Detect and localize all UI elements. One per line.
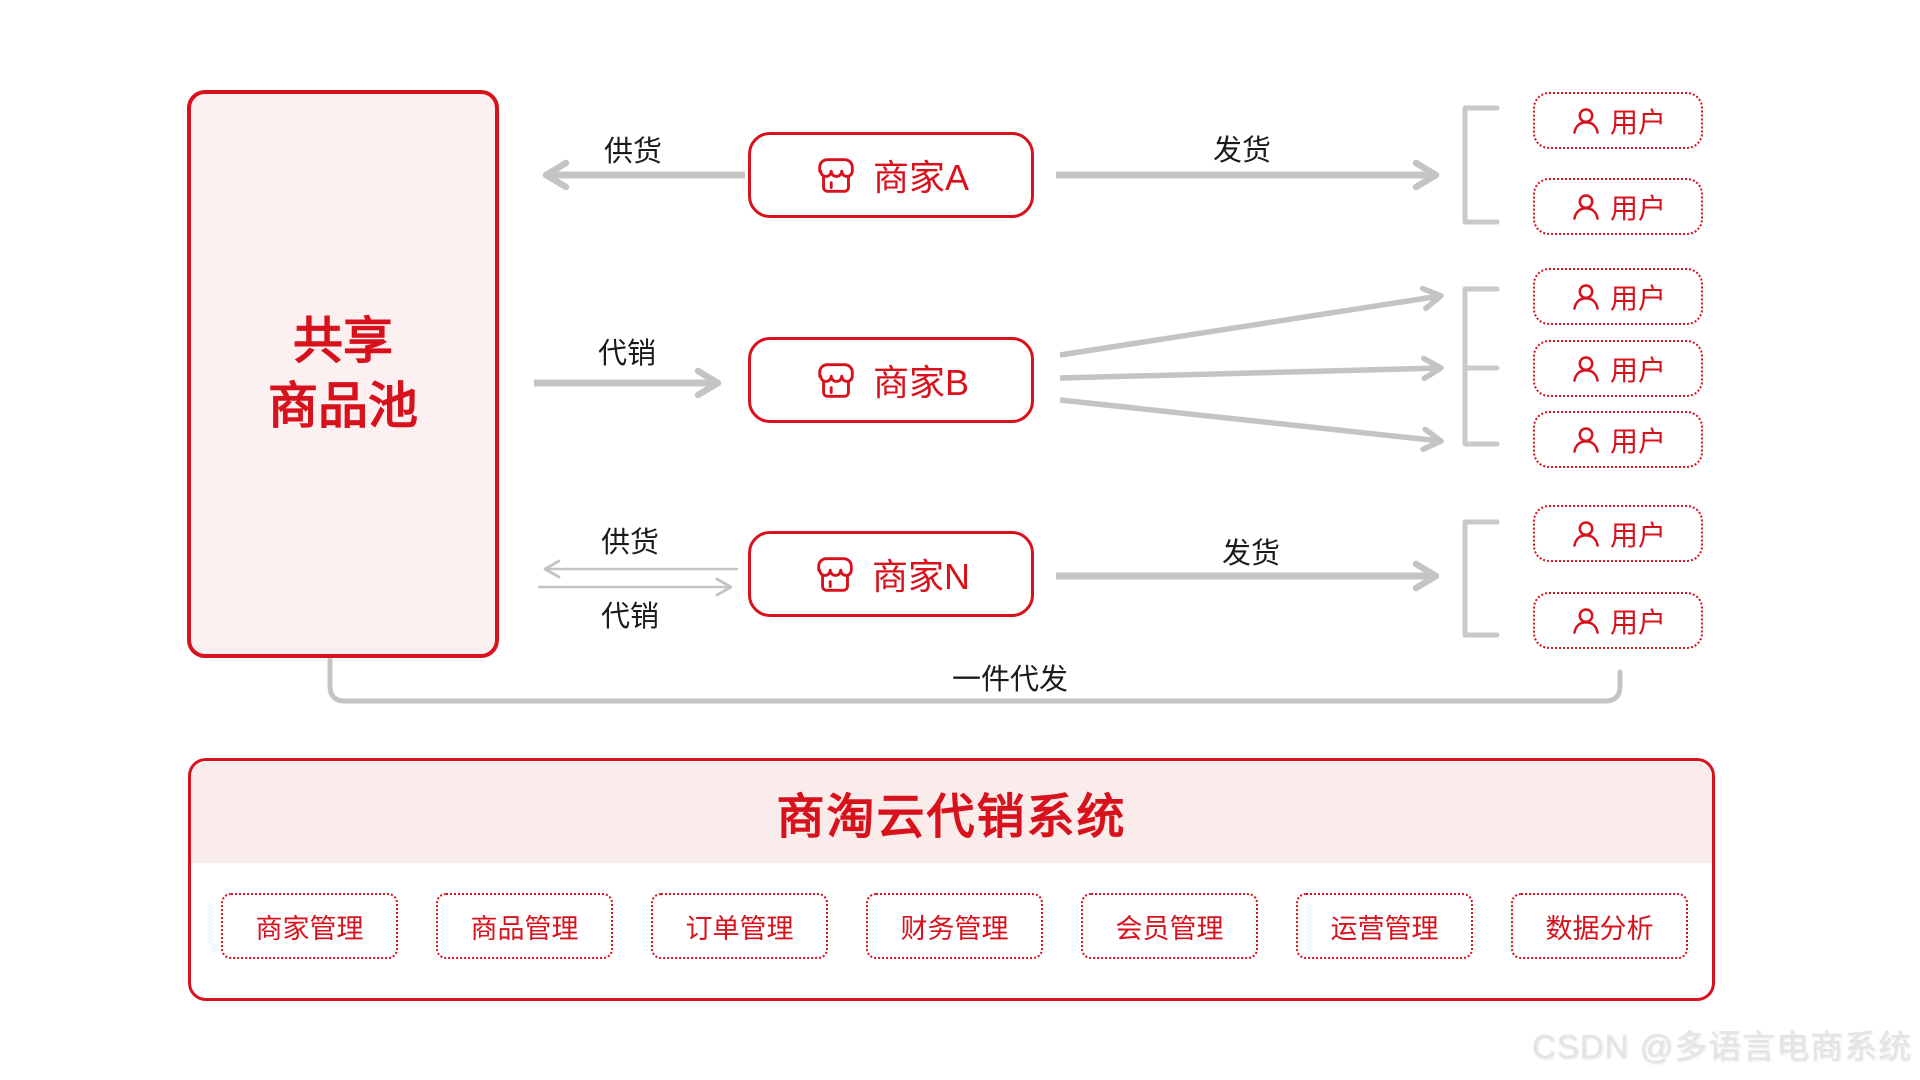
user-label: 用户: [1609, 425, 1666, 457]
user-box: 用户: [1533, 592, 1703, 649]
system-header: 商淘云代销系统: [191, 761, 1712, 863]
user-box: 用户: [1533, 92, 1703, 149]
module-data-analysis: 数据分析: [1511, 893, 1688, 959]
dropship-connector: [327, 657, 1623, 704]
module-label: 商品管理: [470, 913, 579, 944]
modules-row: 商家管理 商品管理 订单管理 财务管理 会员管理 运营管理 数据分析: [221, 893, 1688, 959]
module-label: 会员管理: [1115, 913, 1224, 944]
module-label: 数据分析: [1545, 913, 1654, 944]
watermark: CSDN @多语言电商系统: [1531, 1028, 1912, 1065]
label-consign-b: 代销: [597, 338, 657, 370]
pool-label-line1: 共享: [293, 313, 393, 369]
module-member-management: 会员管理: [1081, 893, 1258, 959]
module-label: 订单管理: [685, 913, 794, 944]
storefront-icon: [818, 363, 854, 398]
person-icon: [1573, 426, 1599, 453]
person-icon: [1573, 193, 1599, 220]
arrow-b-fan-bottom: [1059, 397, 1444, 452]
user-box: 用户: [1533, 505, 1703, 562]
merchant-n-label: 商家N: [872, 556, 970, 597]
person-icon: [1573, 107, 1599, 134]
arrow-b-fan-middle: [1059, 355, 1444, 382]
user-label: 用户: [1609, 282, 1666, 314]
person-icon: [1573, 283, 1599, 310]
system-title: 商淘云代销系统: [776, 791, 1127, 844]
bracket-group-2: [1462, 286, 1500, 447]
person-icon: [1573, 355, 1599, 382]
module-order-management: 订单管理: [651, 893, 828, 959]
bracket-group-1: [1462, 105, 1500, 225]
merchant-a-box: 商家A: [748, 132, 1034, 218]
merchant-a-label: 商家A: [872, 157, 969, 198]
user-label: 用户: [1609, 192, 1666, 224]
person-icon: [1573, 607, 1599, 634]
shared-product-pool-box: 共享 商品池: [187, 90, 499, 658]
module-label: 运营管理: [1330, 913, 1439, 944]
user-label: 用户: [1609, 354, 1666, 386]
module-finance-management: 财务管理: [866, 893, 1043, 959]
storefront-icon: [818, 158, 854, 193]
user-label: 用户: [1609, 519, 1666, 551]
person-icon: [1573, 520, 1599, 547]
module-operation-management: 运营管理: [1296, 893, 1473, 959]
storefront-icon: [817, 557, 853, 592]
label-consign-n: 代销: [600, 601, 660, 633]
label-dropship: 一件代发: [951, 664, 1069, 696]
user-box: 用户: [1533, 268, 1703, 325]
user-box: 用户: [1533, 411, 1703, 468]
merchant-b-box: 商家B: [748, 337, 1034, 423]
merchant-n-box: 商家N: [748, 531, 1034, 617]
user-label: 用户: [1609, 606, 1666, 638]
arrow-b-fan-top: [1059, 285, 1444, 358]
user-box: 用户: [1533, 340, 1703, 397]
label-ship-n: 发货: [1221, 538, 1281, 570]
module-product-management: 商品管理: [436, 893, 613, 959]
label-supply-n: 供货: [600, 527, 660, 559]
pool-label-line2: 商品池: [268, 378, 418, 434]
user-box: 用户: [1533, 178, 1703, 235]
user-label: 用户: [1609, 106, 1666, 138]
label-supply-a: 供货: [603, 136, 663, 168]
merchant-b-label: 商家B: [872, 362, 969, 403]
bracket-group-3: [1462, 519, 1500, 638]
module-merchant-management: 商家管理: [221, 893, 398, 959]
consignment-system-box: 商淘云代销系统 商家管理 商品管理 订单管理 财务管理 会员管理 运营管理 数据…: [188, 758, 1715, 1001]
module-label: 商家管理: [255, 913, 364, 944]
module-label: 财务管理: [900, 913, 1009, 944]
label-ship-a: 发货: [1212, 135, 1272, 167]
